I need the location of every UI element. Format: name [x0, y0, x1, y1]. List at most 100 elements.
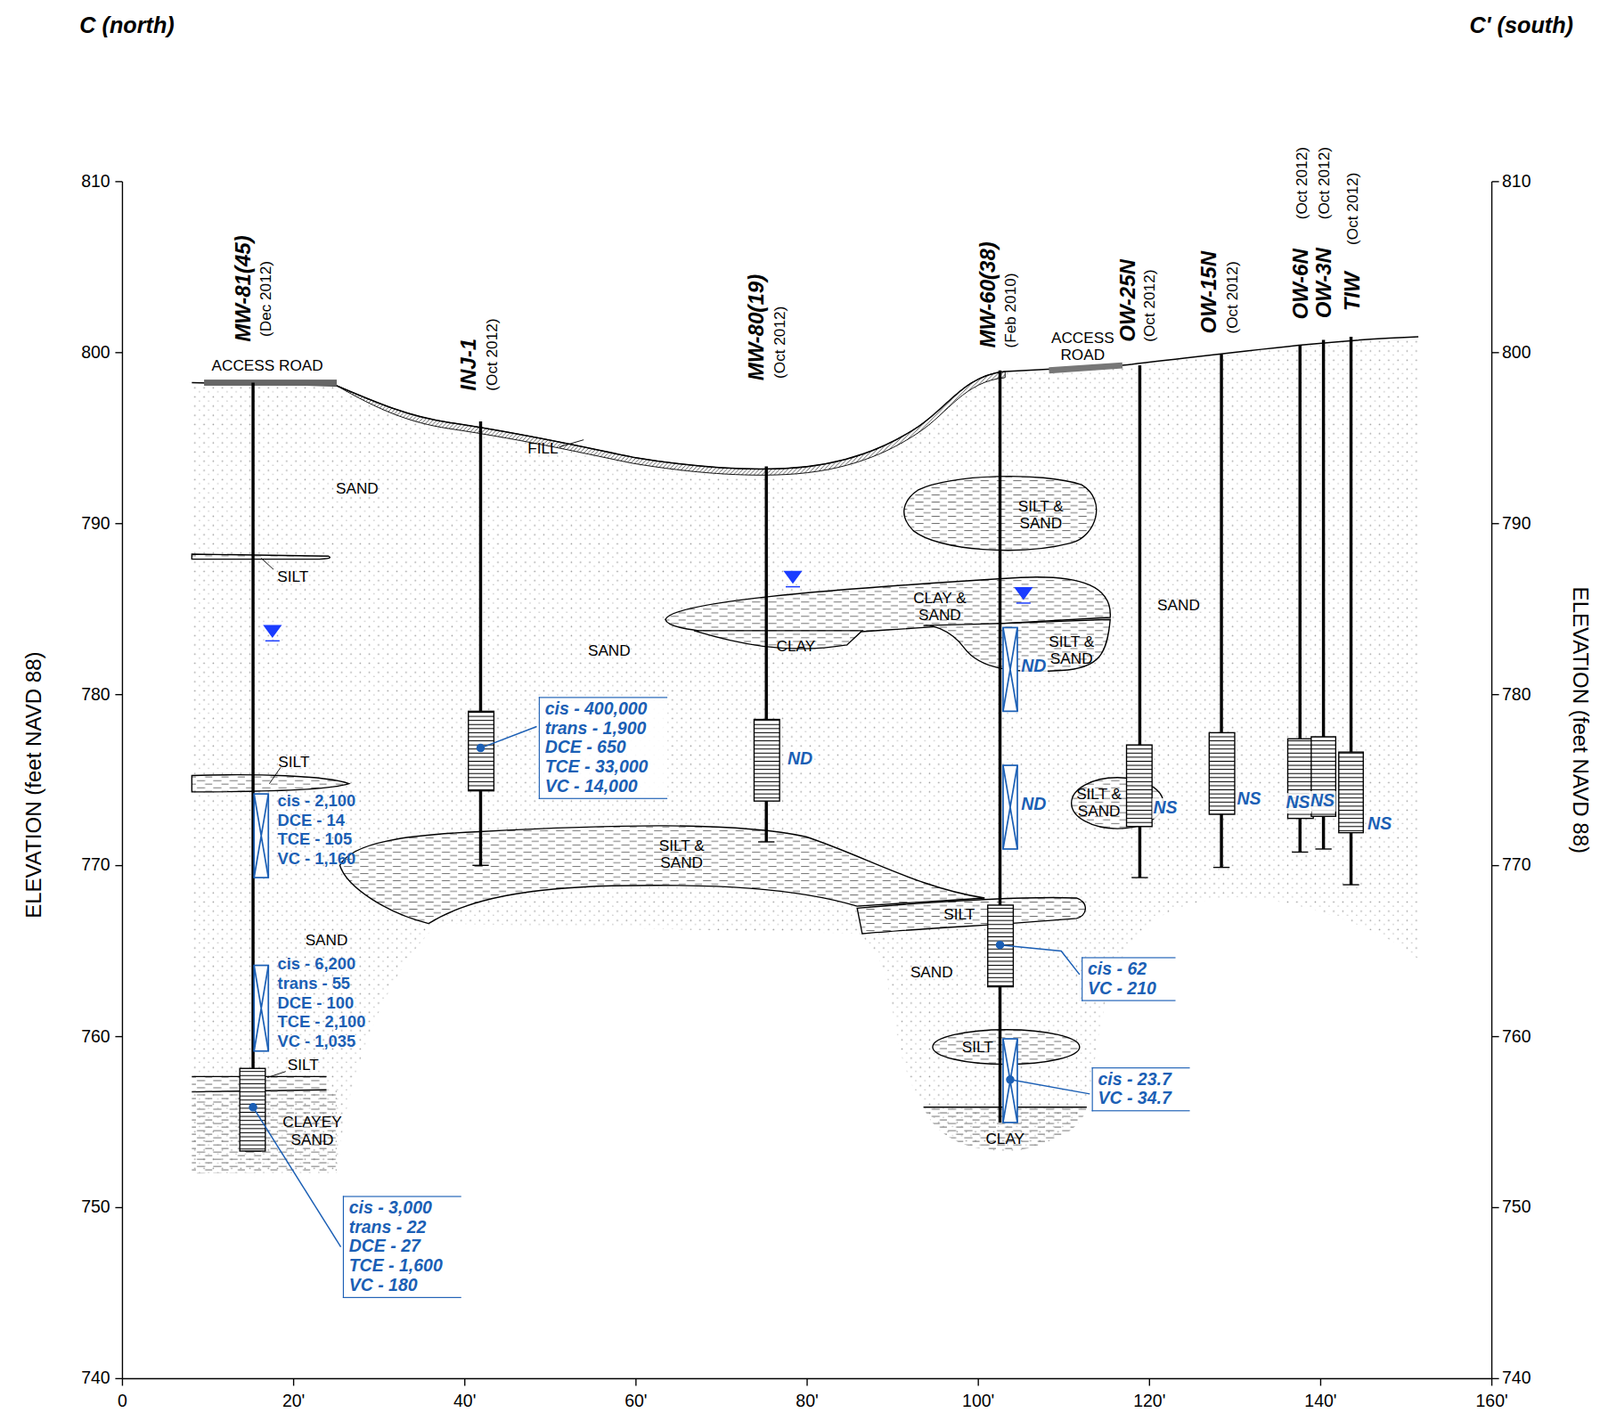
- well-cap: [244, 841, 1360, 1152]
- sample-leader: [1000, 945, 1080, 975]
- axis-frame: [1491, 1378, 1493, 1386]
- well-screen: [1126, 744, 1153, 827]
- fill-layer: [1048, 365, 1122, 371]
- well-screen: [468, 710, 495, 791]
- screen-interval: [1003, 627, 1018, 711]
- concentration-line: VC - 210: [1087, 978, 1170, 998]
- lithology-label: FILL: [527, 439, 558, 458]
- silt-clay-lens: [191, 775, 349, 792]
- not-sampled: NS: [1284, 792, 1311, 813]
- axis-frame: [114, 1378, 123, 1380]
- concentration: cis - 2,100: [277, 791, 357, 811]
- tick-label: 810: [81, 171, 111, 192]
- tick-label: 750: [81, 1197, 111, 1217]
- screen-interval: [253, 965, 269, 1052]
- non-detect: ND: [786, 749, 814, 769]
- concentration: TCE - 105: [277, 829, 353, 849]
- tick-label: 790: [81, 514, 111, 534]
- water-table: [1015, 587, 1032, 600]
- axis-frame: [464, 1378, 466, 1386]
- well-name: TIW: [1340, 271, 1364, 311]
- screen-interval: [1003, 765, 1018, 849]
- concentration-line: DCE - 27: [349, 1236, 456, 1257]
- axis-frame: [114, 522, 123, 524]
- well-name: MW-80(19): [744, 274, 768, 381]
- lithology-label: SILT & SAND: [1000, 497, 1083, 533]
- tick-label: 750: [1502, 1197, 1532, 1217]
- tick-label: 80': [795, 1390, 818, 1411]
- axis-frame: [114, 1207, 123, 1209]
- well-casing: [479, 421, 482, 866]
- well-cap: [1342, 883, 1359, 885]
- well-casing: [998, 370, 1002, 1123]
- tick-label: 100': [962, 1390, 995, 1411]
- tick-label: 740: [1502, 1368, 1532, 1388]
- tick-label: 140': [1304, 1390, 1337, 1411]
- axis-frame: [114, 351, 123, 353]
- lithology-label: CLAY & SAND: [893, 588, 986, 625]
- well-name: OW-25N: [1116, 259, 1139, 343]
- axis-title: ELEVATION (feet NAVD 88): [1567, 587, 1593, 854]
- lithology-label: ACCESS ROAD: [1046, 328, 1119, 365]
- not-sampled: NS: [1366, 814, 1393, 834]
- concentration-line: cis - 23.7: [1097, 1069, 1184, 1089]
- tick-label: 760: [1502, 1026, 1532, 1046]
- lithology-label: SILT & SAND: [1068, 784, 1130, 821]
- axis-frame: [1320, 1378, 1322, 1386]
- water-table: [264, 571, 1032, 641]
- tick-label: 810: [1502, 171, 1532, 192]
- axis-frame: [122, 1378, 123, 1386]
- well-name: OW-3N: [1312, 247, 1335, 319]
- sample-leader: [1010, 1079, 1090, 1094]
- concentration-box: cis - 400,000trans - 1,900DCE - 650TCE -…: [538, 696, 668, 800]
- sample-date: (Feb 2010): [1001, 273, 1019, 349]
- well-cap: [758, 840, 775, 842]
- section-end-label: C' (south): [1469, 12, 1574, 39]
- concentration: trans - 55: [277, 973, 351, 994]
- concentration-box: cis - 3,000trans - 22DCE - 27TCE - 1,600…: [342, 1195, 462, 1298]
- axis-frame: [1492, 865, 1500, 866]
- lithology-label: CLAYEY SAND: [271, 1112, 354, 1149]
- not-sampled: NS: [1235, 789, 1262, 809]
- fill-layer: [191, 336, 1419, 469]
- concentration-line: trans - 1,900: [545, 718, 662, 738]
- concentration: cis - 6,200: [277, 954, 357, 974]
- sample-date: (Oct 2012): [1223, 261, 1241, 334]
- well-name: MW-60(38): [976, 241, 999, 348]
- tick-label: 800: [81, 342, 111, 363]
- silt-clay-lens: [191, 476, 1163, 1175]
- tick-label: 40': [453, 1390, 476, 1411]
- axis-frame: [635, 1378, 637, 1386]
- concentration-line: cis - 62: [1087, 959, 1170, 980]
- tick-label: 20': [282, 1390, 305, 1411]
- sand-stipple: [191, 336, 1419, 1174]
- lithology-label: SILT: [277, 567, 309, 586]
- sample-date: (Oct 2012): [1292, 146, 1310, 220]
- sample-date: (Oct 2012): [1314, 146, 1332, 220]
- lithology-label: SAND: [305, 930, 349, 949]
- tick-label: 740: [81, 1368, 111, 1388]
- concentration-line: trans - 22: [349, 1216, 456, 1237]
- silt-clay-lens: [857, 897, 1086, 934]
- well-screen: [1338, 751, 1364, 833]
- lithology-label: SILT: [943, 905, 975, 923]
- well-name: MW-81(45): [231, 235, 254, 342]
- tick-label: 790: [1502, 514, 1532, 534]
- axis-frame: [1492, 351, 1500, 353]
- axis-frame: [1149, 1378, 1151, 1386]
- water-table: [785, 586, 800, 588]
- sample-leader: [249, 726, 1090, 1248]
- axis-frame: [1491, 181, 1493, 1380]
- litho-leader: [269, 767, 281, 784]
- well-name: OW-6N: [1289, 248, 1313, 319]
- axis-frame: [122, 181, 123, 1380]
- concentration-line: VC - 180: [349, 1275, 456, 1296]
- not-sampled: NS: [1309, 791, 1336, 811]
- concentration: TCE - 2,100: [277, 1012, 367, 1032]
- sample-leader: [480, 726, 537, 749]
- well-screen: [239, 1068, 266, 1152]
- well-cap: [1291, 851, 1308, 853]
- axis-frame: [293, 1378, 294, 1386]
- litho-leader: [267, 1071, 286, 1078]
- axis-frame: [977, 1378, 979, 1386]
